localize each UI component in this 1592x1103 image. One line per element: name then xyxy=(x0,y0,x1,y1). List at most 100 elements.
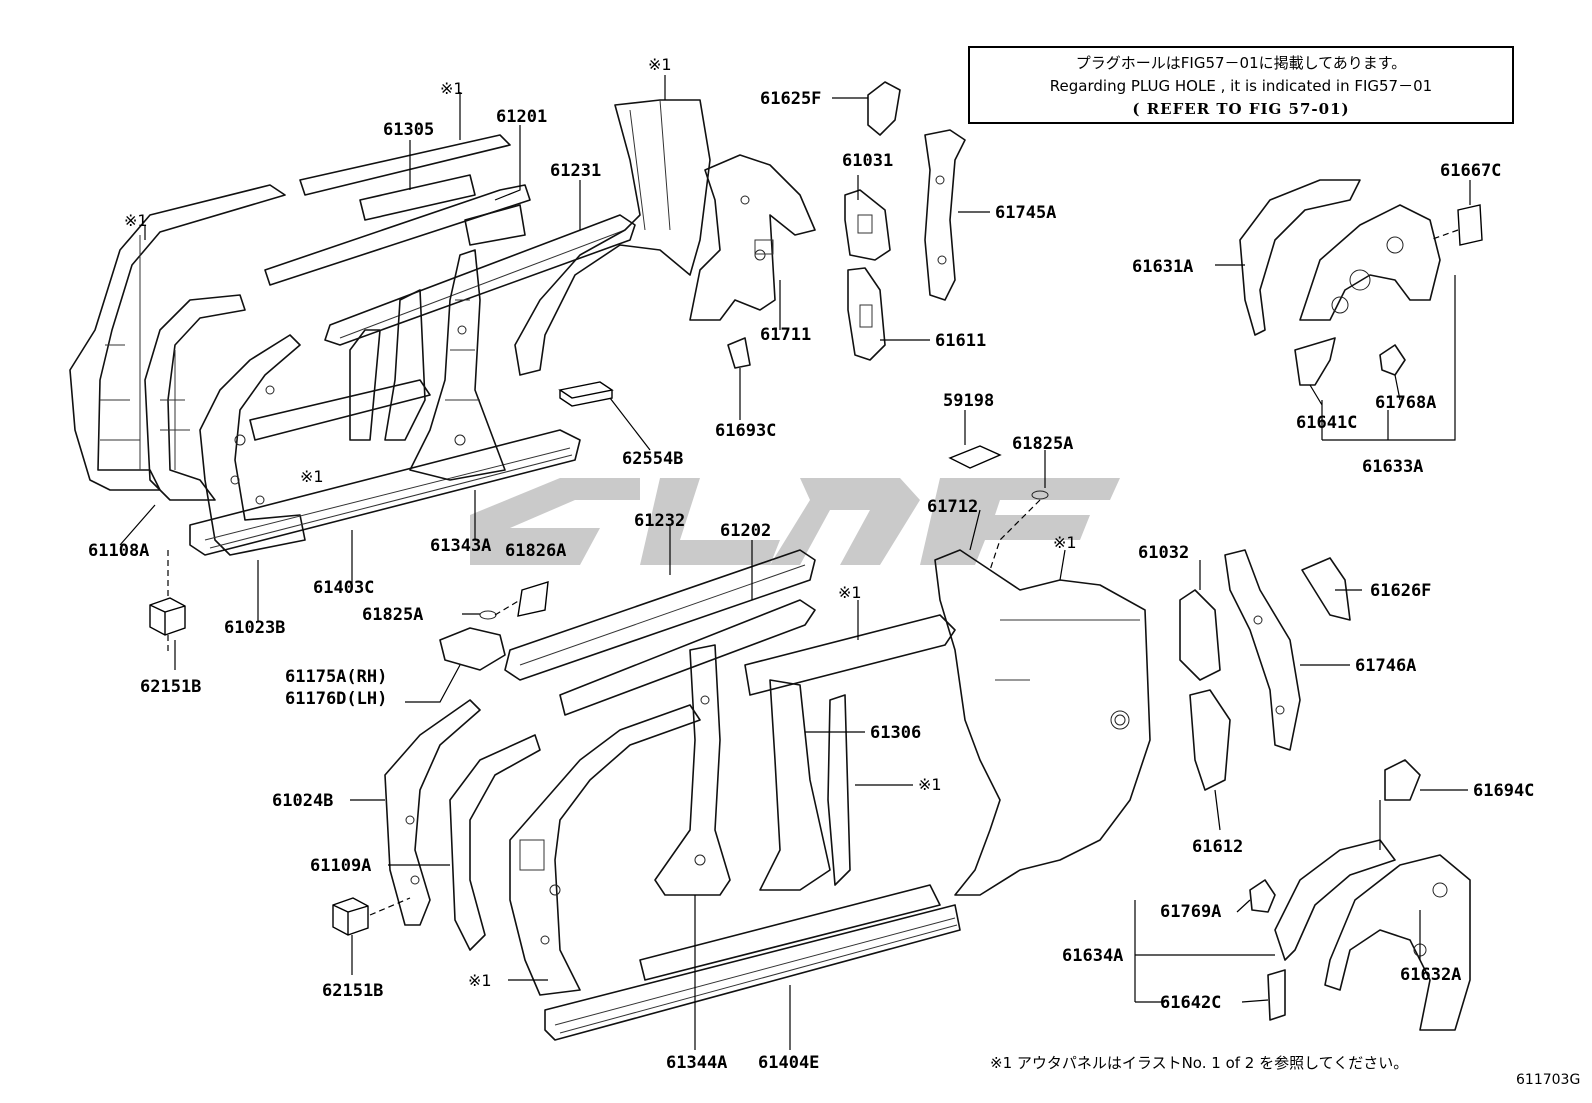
bracket-61694c xyxy=(1384,759,1421,801)
label-61633a: 61633A xyxy=(1362,457,1423,477)
asterisk-callout: ※1 xyxy=(1053,533,1077,552)
quarter-panel-61712 xyxy=(934,549,1151,896)
wheelhouse-61632a xyxy=(1324,854,1471,1031)
plug-61825a-left xyxy=(479,610,497,620)
label-61612: 61612 xyxy=(1192,837,1243,857)
bracket-61175a xyxy=(439,627,506,671)
roof-rail-61202 xyxy=(559,599,816,716)
label-61202: 61202 xyxy=(720,521,771,541)
label-62151b-bottom: 62151B xyxy=(322,981,383,1001)
label-61232: 61232 xyxy=(634,511,685,531)
quarter-panel-upper xyxy=(514,99,711,376)
label-61642c: 61642C xyxy=(1160,993,1221,1013)
block-61667c xyxy=(1457,204,1483,246)
label-61634a: 61634A xyxy=(1062,946,1123,966)
footnote: ※1 アウタパネルはイラストNo. 1 of 2 を参照してください。 xyxy=(990,1054,1409,1072)
b-pillar-61344a xyxy=(654,644,731,896)
roof-rail-61232 xyxy=(504,549,816,681)
label-61305: 61305 xyxy=(383,120,434,140)
side-rail-61231 xyxy=(324,214,636,346)
asterisk-callout: ※1 xyxy=(648,55,672,74)
wheelhouse-inner-61633a xyxy=(1299,204,1441,321)
block-62151b-bottom xyxy=(332,897,369,936)
bracket-61031 xyxy=(844,189,891,261)
asterisk-callout: ※1 xyxy=(838,583,862,602)
pad-59198 xyxy=(948,445,1002,469)
a-pillar-lower xyxy=(509,704,701,996)
label-61175a: 61175A(RH) xyxy=(285,667,387,687)
bracket-61641c xyxy=(1294,337,1336,386)
figure-id: 611703G xyxy=(1516,1072,1581,1088)
extension-61745a xyxy=(924,129,966,301)
label-61611: 61611 xyxy=(935,331,986,351)
bracket-61626f xyxy=(1301,557,1351,621)
part-labels: 61305 61201 61231 61625F 61031 61745A 61… xyxy=(88,89,1534,1073)
leader-lines xyxy=(119,75,1471,1050)
pillar-61109a xyxy=(449,734,541,951)
upper-center-parts xyxy=(844,81,966,361)
bracket-61612 xyxy=(1189,689,1231,791)
label-61632a: 61632A xyxy=(1400,965,1461,985)
label-61641c: 61641C xyxy=(1296,413,1357,433)
label-61626f: 61626F xyxy=(1370,581,1431,601)
label-61625f: 61625F xyxy=(760,89,821,109)
asterisk-callout: ※1 xyxy=(468,971,492,990)
label-61745a: 61745A xyxy=(995,203,1056,223)
label-61024b: 61024B xyxy=(272,791,333,811)
lower-right-parts xyxy=(1179,549,1471,1031)
label-61306: 61306 xyxy=(870,723,921,743)
roof-rail-61305 xyxy=(299,134,511,196)
label-61231: 61231 xyxy=(550,161,601,181)
label-61711: 61711 xyxy=(760,325,811,345)
bracket-61769a xyxy=(1249,879,1276,913)
bracket-61642c xyxy=(1267,969,1286,1021)
label-61667c: 61667C xyxy=(1440,161,1501,181)
pad-62554b xyxy=(558,381,614,407)
roof-rail-61201 xyxy=(264,184,531,286)
rocker-61403c xyxy=(189,429,581,556)
label-61032: 61032 xyxy=(1138,543,1189,563)
label-61631a: 61631A xyxy=(1132,257,1193,277)
bracket-61768a xyxy=(1379,344,1406,376)
label-61109a: 61109A xyxy=(310,856,371,876)
watermark-logo xyxy=(470,478,1120,565)
bracket-61611 xyxy=(847,267,886,361)
rocker-61404e xyxy=(544,904,961,1041)
label-61769a: 61769A xyxy=(1160,902,1221,922)
inner-panel-61711 xyxy=(689,154,816,321)
label-61825a-left: 61825A xyxy=(362,605,423,625)
label-61031: 61031 xyxy=(842,151,893,171)
label-62151b-top: 62151B xyxy=(140,677,201,697)
asterisk-callout: ※1 xyxy=(440,79,464,98)
extension-61746a xyxy=(1224,549,1301,751)
upper-left-body-side xyxy=(69,99,816,556)
label-61768a: 61768A xyxy=(1375,393,1436,413)
asterisk-callout: ※1 xyxy=(124,211,148,230)
label-59198: 59198 xyxy=(943,391,994,411)
plug-61825a-right xyxy=(1031,490,1049,500)
b-pillar-61343a xyxy=(409,249,506,481)
label-61746a: 61746A xyxy=(1355,656,1416,676)
label-61108a: 61108A xyxy=(88,541,149,561)
bracket-61032 xyxy=(1179,589,1221,681)
label-61343a: 61343A xyxy=(430,536,491,556)
label-61825a-right: 61825A xyxy=(1012,434,1073,454)
plug-hole-note: プラグホールはFIG57－01に掲載してあります。 Regarding PLUG… xyxy=(968,46,1514,124)
pillar-61023b xyxy=(199,334,306,556)
lower-center-body-side xyxy=(384,445,1151,1041)
label-62554b: 62554B xyxy=(622,449,683,469)
upper-right-wheelhouse xyxy=(1239,179,1483,386)
note-line-en: Regarding PLUG HOLE , it is indicated in… xyxy=(1049,77,1433,95)
label-61201: 61201 xyxy=(496,107,547,127)
block-62151b-top xyxy=(149,597,186,636)
asterisk-callout: ※1 xyxy=(918,775,942,794)
pillar-61024b xyxy=(384,699,481,926)
label-61023b: 61023B xyxy=(224,618,285,638)
rail-61306 xyxy=(744,614,956,696)
asterisk-callouts: ※1 ※1 ※1 ※1 ※1 ※1 ※1 ※1 xyxy=(124,55,1077,990)
asterisk-callout: ※1 xyxy=(300,467,324,486)
label-61712: 61712 xyxy=(927,497,978,517)
wheelhouse-outer-61631a xyxy=(1239,179,1361,336)
